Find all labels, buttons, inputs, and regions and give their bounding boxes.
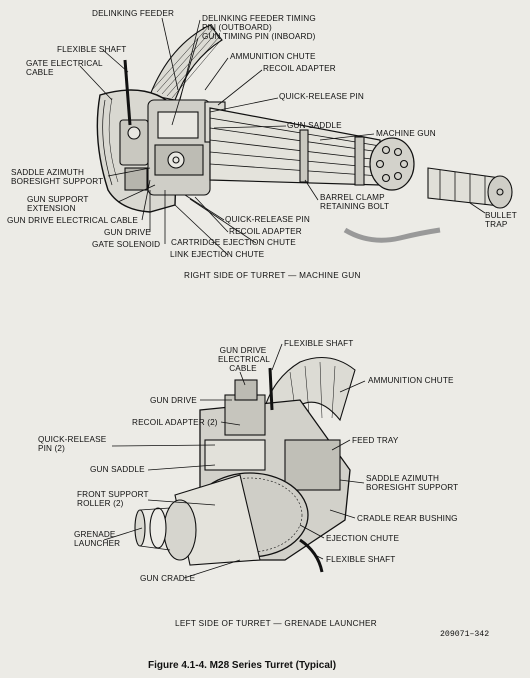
label-gate-cable-line2: CABLE	[26, 68, 54, 77]
label-bullet-trap-line1: BULLET	[485, 211, 517, 220]
label-recoil-adapter: RECOIL ADAPTER	[263, 64, 336, 73]
label-gun-support-line2: EXTENSION	[27, 204, 76, 213]
label-timing-pin-line3: GUN TIMING PIN (INBOARD)	[202, 32, 316, 41]
label-quick-release-pin-2: QUICK-RELEASE PIN	[225, 215, 310, 224]
grenade-launcher-turret-illustration	[134, 356, 356, 573]
link-ribbon	[343, 227, 441, 243]
label-gun-drive: GUN DRIVE	[104, 228, 151, 237]
label-gun-support-line1: GUN SUPPORT	[27, 195, 89, 204]
label-feed-tray: FEED TRAY	[352, 436, 399, 445]
figure-title: Figure 4.1-4. M28 Series Turret (Typical…	[148, 660, 337, 671]
label-saddle-azimuth-b-line2: BORESIGHT SUPPORT	[366, 483, 459, 492]
label-delinking-feeder: DELINKING FEEDER	[92, 9, 175, 18]
label-saddle-azimuth-line1: SADDLE AZIMUTH	[11, 168, 85, 177]
label-gun-drive-cable-line3: CABLE	[229, 364, 257, 373]
label-barrel-clamp-line1: BARREL CLAMP	[320, 193, 385, 202]
label-gate-cable-line1: GATE ELECTRICAL	[26, 59, 103, 68]
label-quick-release-pin: QUICK-RELEASE PIN	[279, 92, 364, 101]
label-cartridge-ejection-chute: CARTRIDGE EJECTION CHUTE	[171, 238, 296, 247]
label-timing-pin-line1: DELINKING FEEDER TIMING	[202, 14, 316, 23]
label-quick-release-line1: QUICK-RELEASE	[38, 435, 107, 444]
label-gun-drive-cable-line1: GUN DRIVE	[219, 346, 267, 355]
label-gun-saddle: GUN SADDLE	[287, 121, 342, 130]
label-gun-cradle: GUN CRADLE	[140, 574, 196, 583]
label-saddle-azimuth-line2: BORESIGHT SUPPORT	[11, 177, 104, 186]
bottom-leader-lines	[103, 343, 366, 579]
label-recoil-adapter-2: RECOIL ADAPTER	[229, 227, 302, 236]
label-ammunition-chute-b: AMMUNITION CHUTE	[368, 376, 454, 385]
label-barrel-clamp-line2: RETAINING BOLT	[320, 202, 390, 211]
figure-id-number: 209071–342	[440, 630, 490, 639]
label-bullet-trap-line2: TRAP	[485, 220, 508, 229]
label-flexible-shaft: FLEXIBLE SHAFT	[57, 45, 127, 54]
label-grenade-launcher-line2: LAUNCHER	[74, 539, 121, 548]
label-gun-drive-b: GUN DRIVE	[150, 396, 197, 405]
label-ejection-chute: EJECTION CHUTE	[326, 534, 400, 543]
label-machine-gun: MACHINE GUN	[376, 129, 436, 138]
label-front-support-line2: ROLLER (2)	[77, 499, 124, 508]
label-grenade-launcher-line1: GRENADE	[74, 530, 116, 539]
label-link-ejection-chute: LINK EJECTION CHUTE	[170, 250, 265, 259]
label-gun-saddle-b: GUN SADDLE	[90, 465, 145, 474]
label-gun-drive-cable-line2: ELECTRICAL	[218, 355, 271, 364]
label-timing-pin-line2: PIN (OUTBOARD)	[202, 23, 272, 32]
label-cradle-rear-bushing: CRADLE REAR BUSHING	[357, 514, 458, 523]
label-flexible-shaft-b: FLEXIBLE SHAFT	[284, 339, 354, 348]
label-quick-release-line2: PIN (2)	[38, 444, 65, 453]
caption-left-side: LEFT SIDE OF TURRET — GRENADE LAUNCHER	[175, 619, 378, 628]
label-recoil-adapter-b: RECOIL ADAPTER (2)	[132, 418, 218, 427]
ammo-chute-fan	[149, 24, 223, 101]
bullet-trap-illustration	[427, 167, 513, 209]
label-gun-drive-cable: GUN DRIVE ELECTRICAL CABLE	[7, 216, 138, 225]
top-leader-lines	[79, 17, 486, 256]
label-flexible-shaft-b2: FLEXIBLE SHAFT	[326, 555, 396, 564]
label-ammunition-chute: AMMUNITION CHUTE	[230, 52, 316, 61]
label-front-support-line1: FRONT SUPPORT	[77, 490, 149, 499]
label-saddle-azimuth-b-line1: SADDLE AZIMUTH	[366, 474, 440, 483]
launcher-barrel	[134, 474, 261, 566]
caption-right-side: RIGHT SIDE OF TURRET — MACHINE GUN	[184, 271, 361, 280]
label-gate-solenoid: GATE SOLENOID	[92, 240, 161, 249]
